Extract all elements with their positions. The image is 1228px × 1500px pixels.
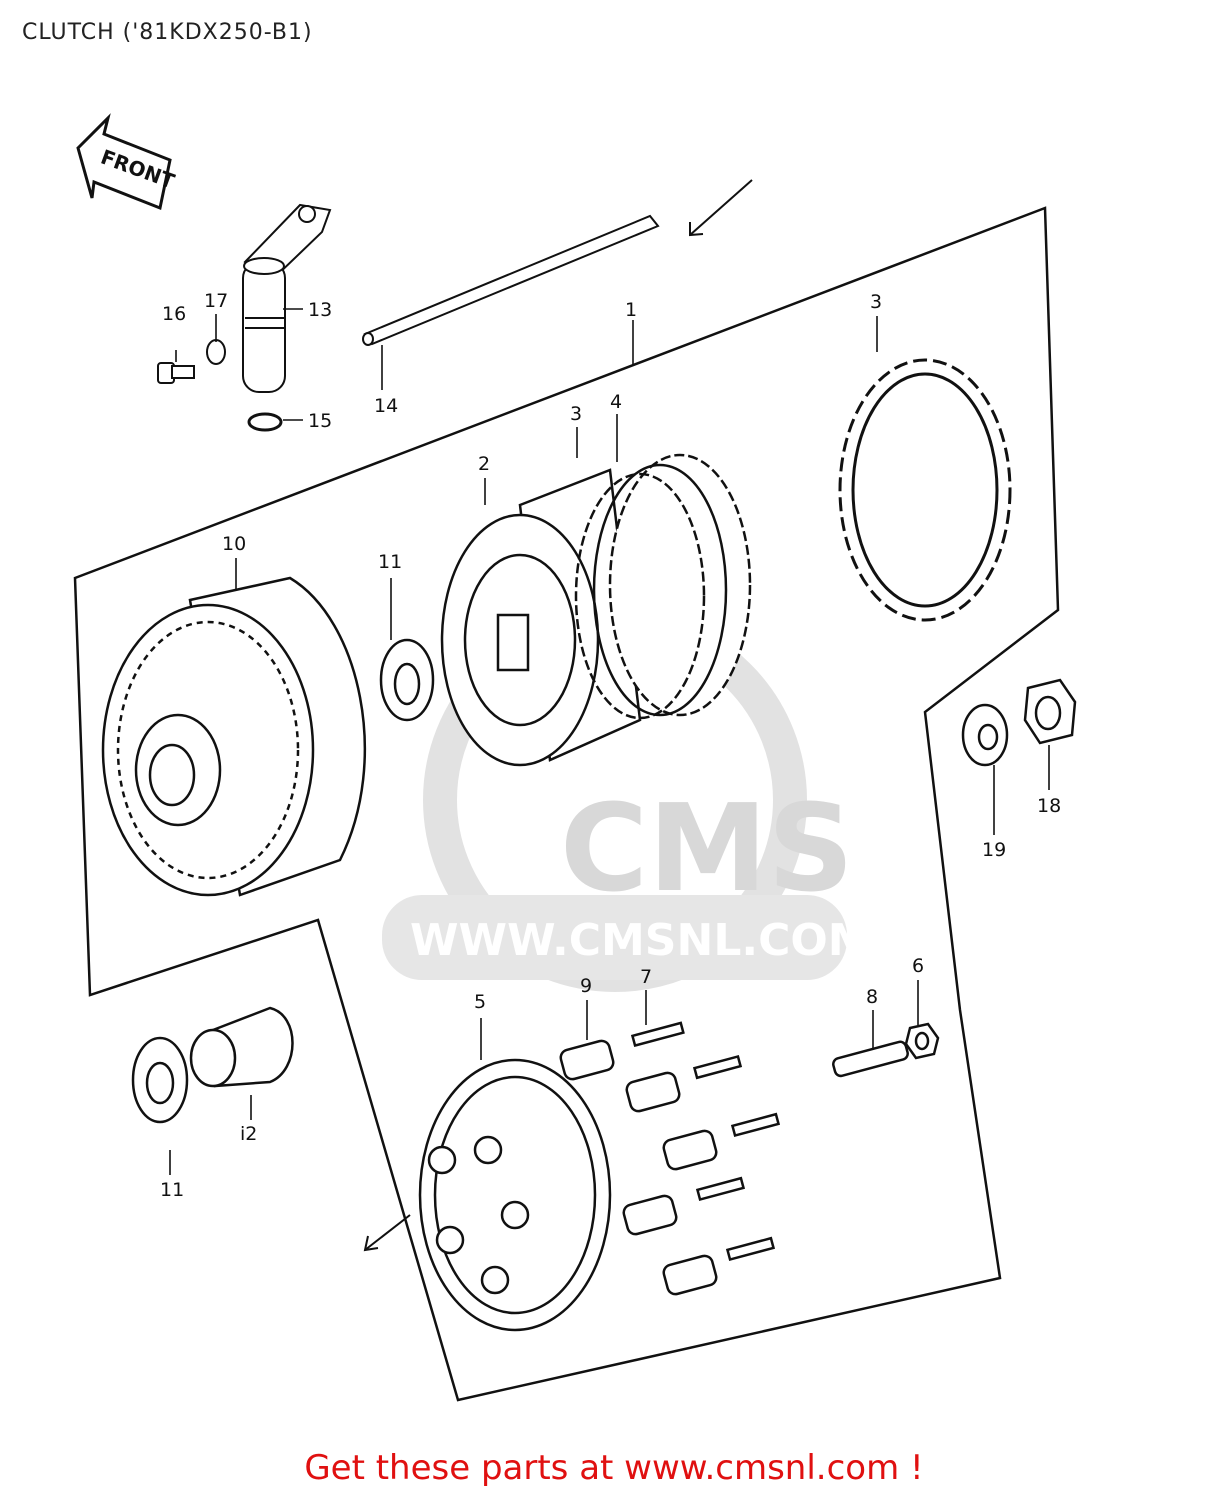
part-label-1[interactable]: 1 [625,299,637,321]
part-labels: 1 2 3 3 4 5 6 7 8 9 10 11 11 i2 13 14 15… [160,290,1061,1201]
leader-lines [169,308,1050,1175]
part-label-10[interactable]: 10 [222,533,246,555]
sleeve-12 [189,1006,294,1088]
thrust-washer-11-lower [131,1036,189,1124]
part-label-8[interactable]: 8 [866,986,878,1008]
part-label-11a[interactable]: 11 [378,551,402,573]
part-label-4[interactable]: 4 [610,391,622,413]
part-label-19[interactable]: 19 [982,839,1006,861]
part-label-12[interactable]: i2 [240,1123,257,1145]
release-lever-shaft [242,203,332,393]
part-label-15[interactable]: 15 [308,410,332,432]
part-label-2[interactable]: 2 [478,453,490,475]
part-label-3a[interactable]: 3 [870,291,882,313]
bolt-16 [157,362,195,384]
part-label-18[interactable]: 18 [1037,795,1061,817]
lock-nut-6 [904,1022,940,1060]
part-label-5[interactable]: 5 [474,991,486,1013]
part-label-13[interactable]: 13 [308,299,332,321]
pressure-plate-5 [418,1058,612,1332]
direction-arrows [363,179,753,1252]
friction-plate-3 [838,358,1012,622]
clutch-springs-9 [559,1039,718,1296]
circlip-15 [247,412,283,432]
part-label-14[interactable]: 14 [374,395,398,417]
push-rod-14 [362,214,660,346]
spring-bolts-7 [630,1021,781,1262]
hub-nut-18 [1023,678,1077,745]
front-arrow-icon: FRONT [76,113,178,211]
part-label-16[interactable]: 16 [162,303,186,325]
watermark-url: WWW.CMSNL.COM [410,915,872,966]
part-label-11b[interactable]: 11 [160,1179,184,1201]
part-label-6[interactable]: 6 [912,955,924,977]
buy-parts-link[interactable]: Get these parts at www.cmsnl.com ! [304,1448,924,1488]
part-label-17[interactable]: 17 [204,290,228,312]
part-label-7[interactable]: 7 [640,966,652,988]
clutch-hub-2 [440,468,642,767]
lock-washer-19 [961,703,1009,767]
clutch-housing-10 [101,576,366,897]
adjust-screw-8 [832,1040,909,1078]
thrust-washer-11-upper [379,638,435,722]
assembly-outline [73,206,1060,1402]
washer-17 [206,339,226,365]
friction-steel-plates-3-4 [574,453,752,720]
part-label-3b[interactable]: 3 [570,403,582,425]
part-label-9[interactable]: 9 [580,975,592,997]
page-title: CLUTCH ('81KDX250-B1) [22,20,313,45]
